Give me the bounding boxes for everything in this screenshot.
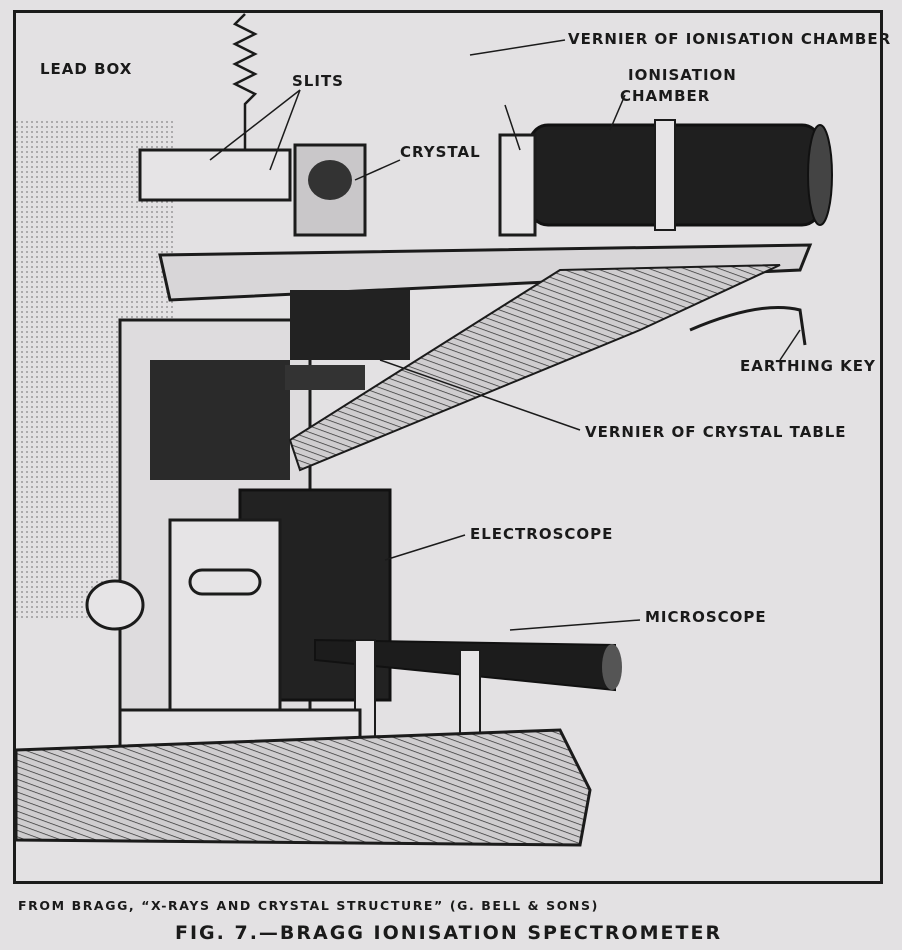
electroscope <box>168 518 282 717</box>
wooden-base <box>14 728 592 847</box>
label-crystal: Crystal <box>400 143 481 161</box>
label-earthing-key: Earthing Key <box>740 357 876 375</box>
slits-assembly <box>138 148 292 202</box>
label-ionisation-chamber-line1: Ionisation <box>628 66 737 84</box>
earthing-key <box>689 306 807 346</box>
figure-caption: FIG. 7.—BRAGG IONISATION SPECTROMETER <box>175 922 723 944</box>
crystal-table <box>158 243 813 302</box>
label-vernier-ionisation-chamber: Vernier of Ionisation Chamber <box>568 30 892 48</box>
label-ionisation-chamber-line2: Chamber <box>620 87 711 105</box>
label-microscope: Microscope <box>645 608 767 626</box>
label-vernier-crystal-table: Vernier of Crystal Table <box>585 423 847 441</box>
spectrometer-illustration <box>14 13 833 847</box>
leader-lines <box>209 39 801 631</box>
label-slits: Slits <box>292 72 344 90</box>
figure-credit: FROM BRAGG, “X-RAYS AND CRYSTAL STRUCTUR… <box>18 898 599 913</box>
label-lead-box: Lead Box <box>40 60 133 78</box>
suspension-spring <box>232 13 258 150</box>
ionisation-arm <box>288 264 781 472</box>
figure-frame <box>13 10 883 884</box>
label-electroscope: Electroscope <box>470 525 614 543</box>
